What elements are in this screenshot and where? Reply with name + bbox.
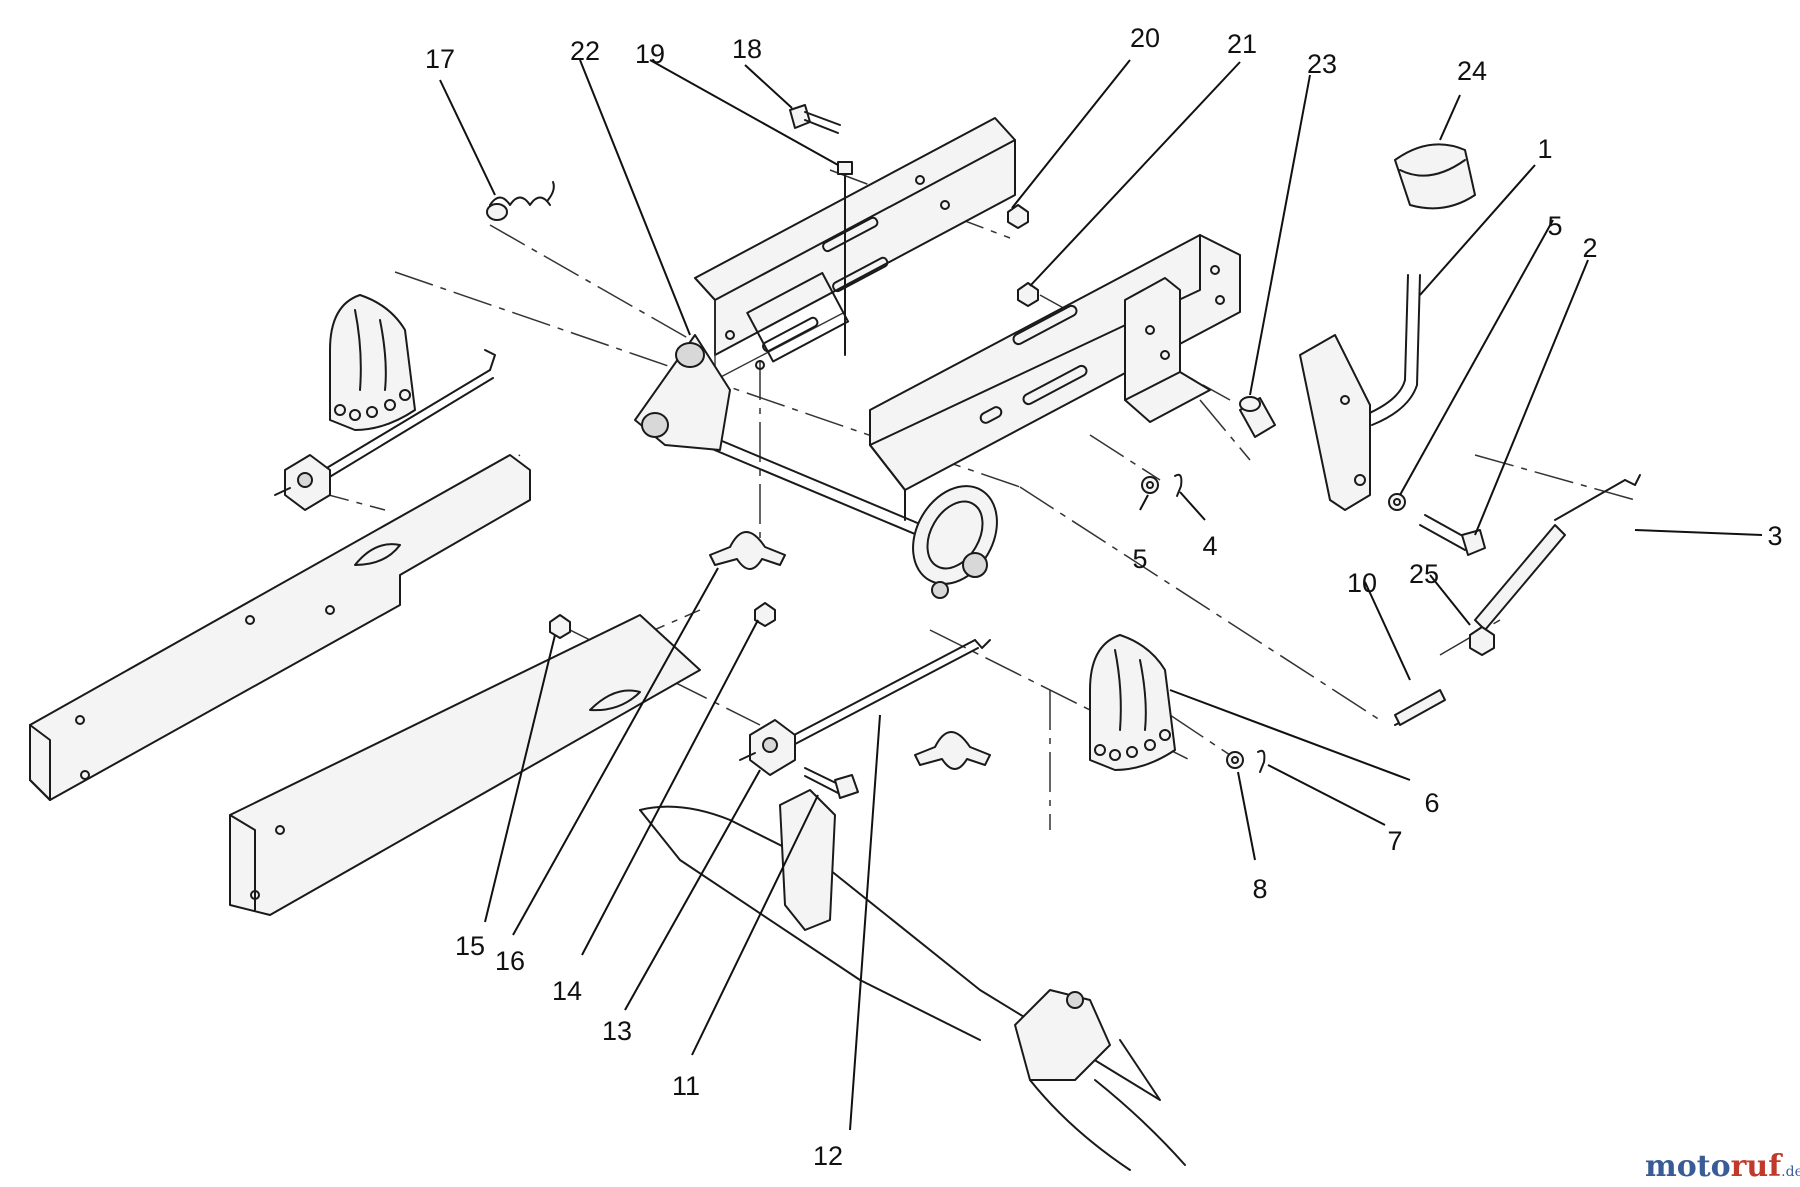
callout-4: 4 bbox=[1202, 531, 1217, 561]
clip-upper bbox=[709, 531, 786, 570]
washer-lower bbox=[1226, 749, 1266, 773]
lower-frame-rail bbox=[229, 614, 701, 916]
callout-numbers: 1 2 3 4 5 5 6 7 8 10 11 12 13 14 15 16 1… bbox=[425, 23, 1783, 1171]
callout-3: 3 bbox=[1767, 521, 1782, 551]
callout-19: 19 bbox=[635, 39, 665, 69]
lever-knob bbox=[1394, 143, 1476, 210]
callout-18: 18 bbox=[732, 34, 762, 64]
nut-15 bbox=[549, 614, 571, 639]
callout-5b: 5 bbox=[1132, 544, 1147, 574]
washer-right bbox=[1388, 493, 1406, 511]
callout-5a: 5 bbox=[1547, 211, 1562, 241]
adjustment-plate-right bbox=[1089, 634, 1176, 771]
bolt-top bbox=[789, 104, 841, 134]
callout-12: 12 bbox=[813, 1141, 843, 1171]
callout-14: 14 bbox=[552, 976, 582, 1006]
callout-7: 7 bbox=[1387, 826, 1402, 856]
watermark-part-b: ruf bbox=[1731, 1149, 1784, 1184]
watermark-suffix: .de bbox=[1781, 1164, 1800, 1180]
mount-bracket bbox=[1124, 277, 1211, 423]
callout-20: 20 bbox=[1130, 23, 1160, 53]
callout-1: 1 bbox=[1537, 134, 1552, 164]
callout-2: 2 bbox=[1582, 233, 1597, 263]
callout-21: 21 bbox=[1227, 29, 1257, 59]
watermark-part-a: moto bbox=[1645, 1149, 1731, 1184]
lift-lever bbox=[1299, 274, 1421, 511]
upper-frame-rail bbox=[694, 117, 1016, 381]
cross-shaft bbox=[634, 334, 998, 599]
leader-lines bbox=[439, 59, 1763, 1131]
adjustment-plate-left bbox=[329, 294, 416, 431]
deck-bracket bbox=[639, 789, 1186, 1171]
callout-11: 11 bbox=[672, 1071, 700, 1101]
callout-23: 23 bbox=[1307, 49, 1337, 79]
callout-16: 16 bbox=[495, 946, 525, 976]
callout-6: 6 bbox=[1424, 788, 1439, 818]
lift-link-left bbox=[274, 349, 496, 511]
jam-nut bbox=[1469, 626, 1495, 656]
callout-8: 8 bbox=[1252, 874, 1267, 904]
clip-lower bbox=[914, 731, 991, 770]
callout-25: 25 bbox=[1409, 559, 1439, 589]
spring bbox=[486, 181, 555, 221]
bolt bbox=[1419, 514, 1486, 556]
callout-15: 15 bbox=[455, 931, 485, 961]
callout-24: 24 bbox=[1457, 56, 1487, 86]
callout-13: 13 bbox=[602, 1016, 632, 1046]
callout-17: 17 bbox=[425, 44, 455, 74]
bolt-small bbox=[837, 161, 853, 356]
spacer bbox=[1239, 396, 1276, 438]
svg-text:motoruf.de: motoruf.de bbox=[1645, 1149, 1800, 1184]
washer-center bbox=[1141, 473, 1183, 497]
nut-21 bbox=[1017, 282, 1039, 307]
nut-20 bbox=[1007, 204, 1029, 229]
nut-14 bbox=[754, 602, 776, 627]
bolt-11 bbox=[804, 767, 859, 799]
lift-rod bbox=[1394, 474, 1641, 726]
callout-10: 10 bbox=[1347, 568, 1377, 598]
lift-link-right bbox=[739, 639, 991, 776]
watermark-logo: motoruf.de bbox=[1645, 1149, 1800, 1184]
callout-22: 22 bbox=[570, 36, 600, 66]
left-frame-rail bbox=[29, 454, 531, 801]
